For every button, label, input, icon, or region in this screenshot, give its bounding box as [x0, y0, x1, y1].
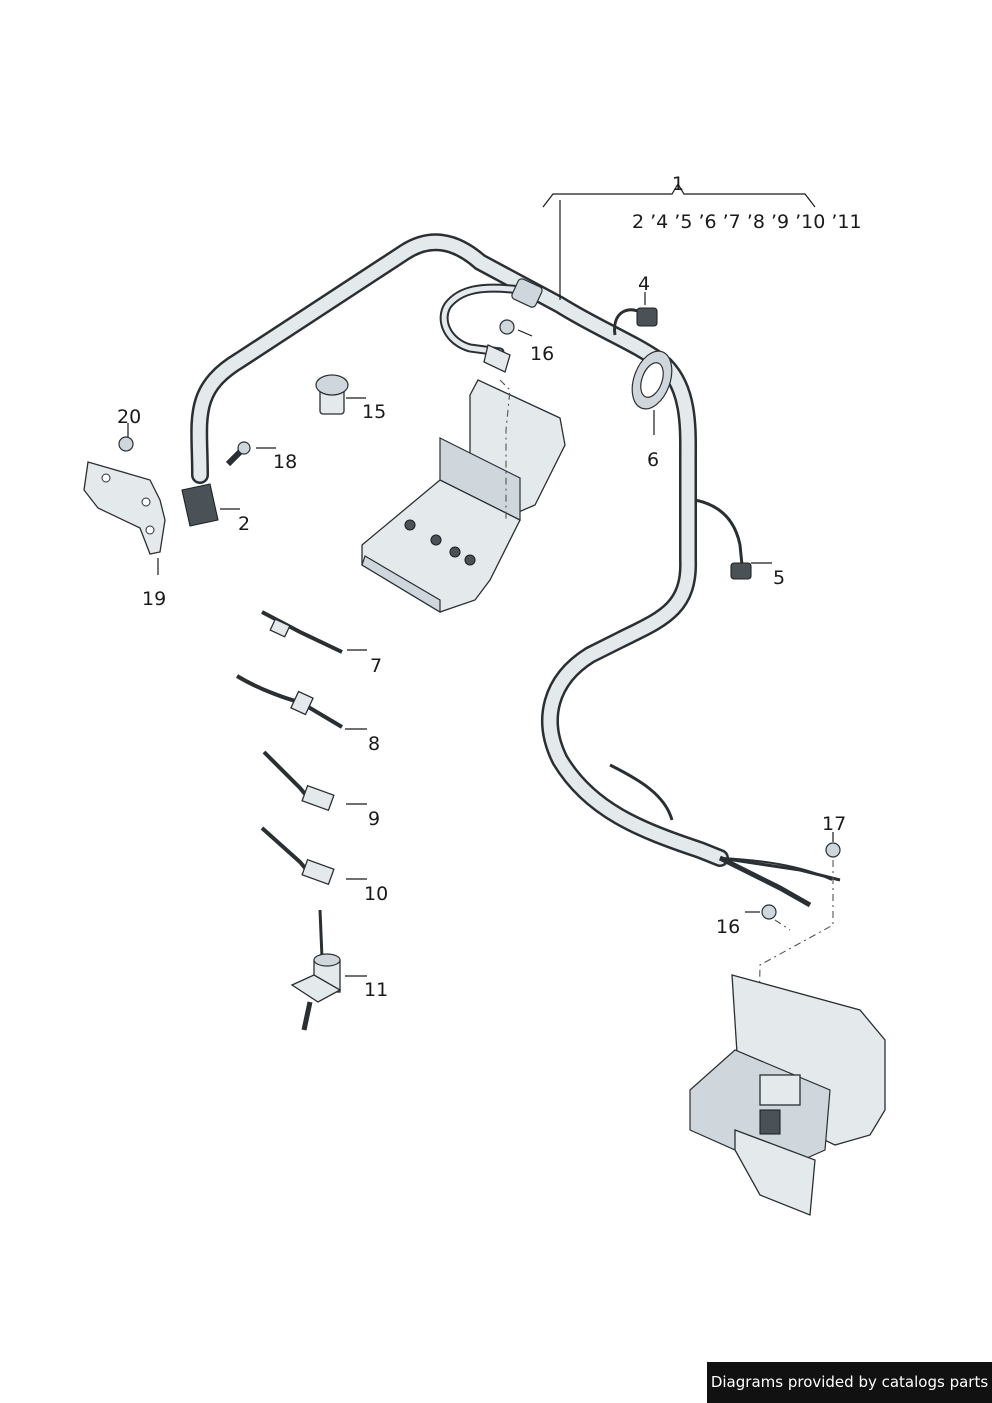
cable-holder-11: [290, 909, 342, 1031]
leader-lines: [127, 182, 834, 977]
nut-16-upper: [483, 319, 515, 373]
callout-8: 8: [368, 733, 380, 755]
callout-1-subparts: 2 ’4 ’5 ’6 ’7 ’8 ’9 ’10 ’11: [632, 211, 862, 233]
diagram-credit: Diagrams provided by catalogs parts: [707, 1362, 992, 1403]
cable-tie-8: [235, 674, 344, 729]
nut-17: [825, 842, 841, 858]
cable-tie-7: [261, 610, 343, 654]
bracket-19: [83, 436, 166, 555]
callout-17: 17: [822, 813, 846, 835]
callout-1: 1: [672, 173, 684, 195]
callout-18: 18: [273, 451, 297, 473]
cable-tie-9: [262, 750, 335, 812]
callout-6: 6: [647, 449, 659, 471]
callout-19: 19: [142, 588, 166, 610]
callout-9: 9: [368, 808, 380, 830]
callout-4: 4: [638, 273, 650, 295]
callout-5: 5: [773, 567, 785, 589]
callout-15: 15: [362, 401, 386, 423]
screw-18: [225, 441, 251, 467]
lower-fuse-box: [689, 974, 886, 1216]
callout-10: 10: [364, 883, 388, 905]
callout-11: 11: [364, 979, 388, 1001]
upper-tray: [361, 379, 566, 614]
plug-15: [315, 374, 349, 415]
callout-16-upper: 16: [530, 343, 554, 365]
callout-labels: 1 2 ’4 ’5 ’6 ’7 ’8 ’9 ’10 ’11 4 16 15 6 …: [117, 173, 862, 1001]
callout-2: 2: [238, 513, 250, 535]
nut-16-lower: [761, 904, 777, 920]
callout-20: 20: [117, 406, 141, 428]
cable-tie-10: [260, 826, 335, 886]
callout-7: 7: [370, 655, 382, 677]
callout-16-lower: 16: [716, 916, 740, 938]
main-harness: [181, 233, 841, 908]
